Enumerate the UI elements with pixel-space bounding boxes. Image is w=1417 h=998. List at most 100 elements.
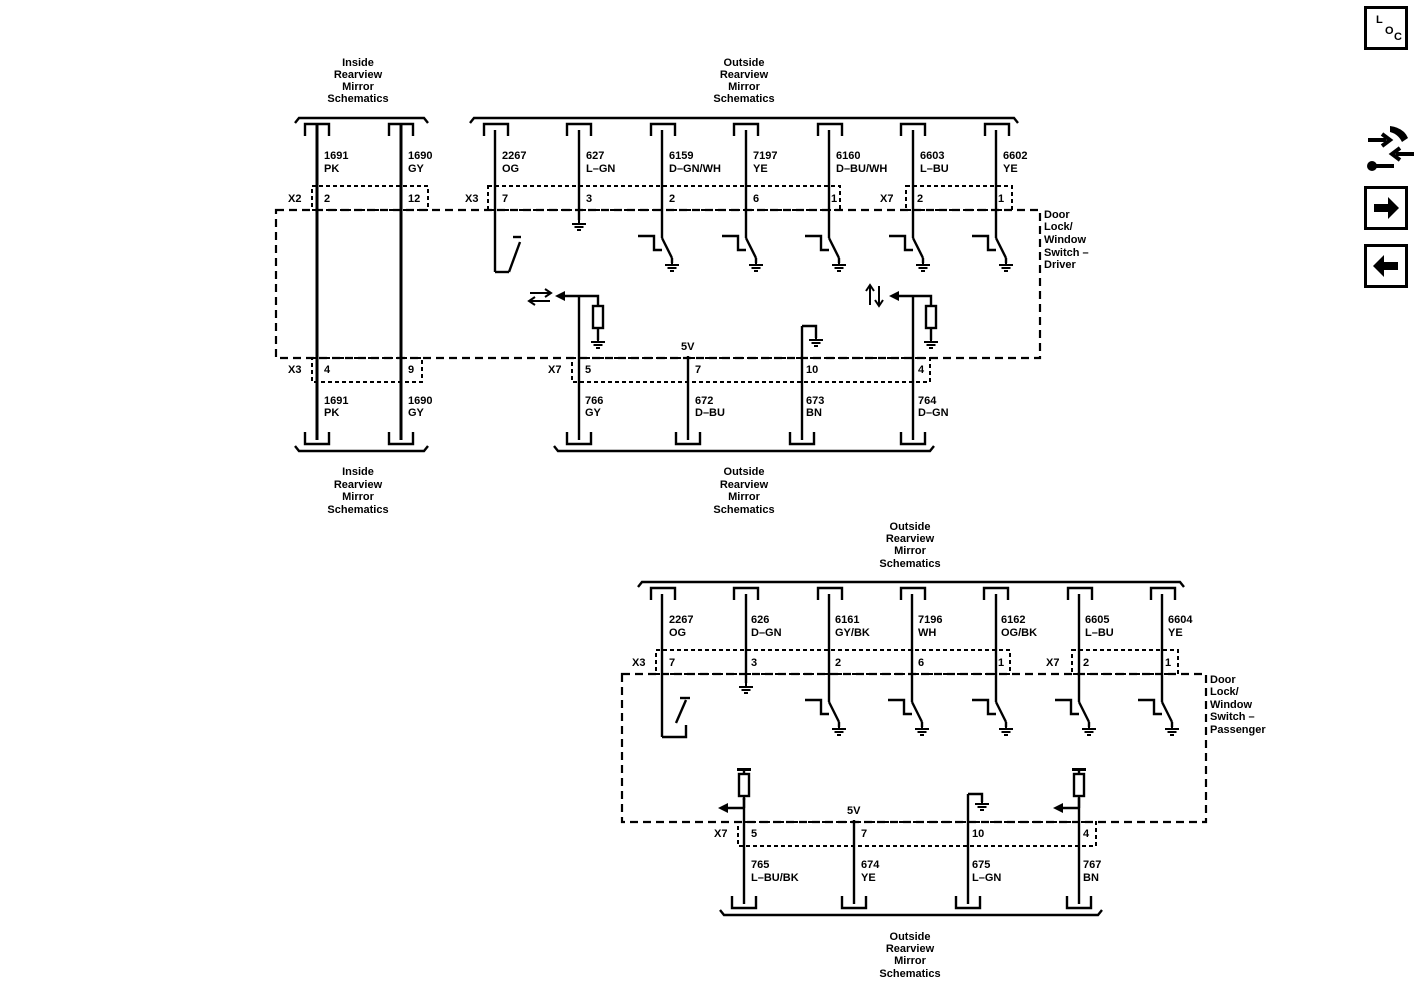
wire-color: D–GN (751, 627, 782, 639)
circuit-number: 1691 (324, 395, 348, 407)
outside-mirror-driver-bottom-bracket (553, 445, 935, 453)
circuit-number: 1691 (324, 150, 348, 162)
caption-inside-top-1: Rearview (334, 69, 383, 81)
wire-color: D–GN/WH (669, 163, 721, 175)
wire-color: PK (324, 163, 339, 175)
circuit-number: 627 (586, 150, 604, 162)
circuit-number: 674 (861, 859, 880, 871)
location-button[interactable]: L O C (1364, 6, 1408, 50)
loc-letter-o: O (1385, 25, 1394, 37)
circuit-number: 765 (751, 859, 769, 871)
wire-color: D–GN (918, 407, 949, 419)
pin-number: 6 (918, 657, 924, 669)
driver-switch-label-1: Lock/ (1044, 221, 1073, 233)
caption-outside-driver-bottom-0: Outside (724, 466, 765, 478)
pin-number: 3 (586, 193, 592, 205)
passenger-switch-label-2: Window (1210, 699, 1252, 711)
caption-inside-bottom-1: Rearview (334, 479, 383, 491)
wire-color: L–GN (586, 163, 615, 175)
connector-view-icon[interactable] (1364, 122, 1417, 176)
wire-color: GY (585, 407, 602, 419)
pin-number: 7 (669, 657, 675, 669)
pin-number: 7 (502, 193, 508, 205)
passenger-switch-label-0: Door (1210, 674, 1236, 686)
circuit-number: 6605 (1085, 614, 1109, 626)
pin-number: 9 (408, 364, 414, 376)
caption-outside-driver-bottom-1: Rearview (720, 479, 769, 491)
pin-number: 1 (998, 657, 1004, 669)
connector-x7-driver-top: X7 (880, 193, 893, 205)
connector-x7-passenger-bottom: X7 (714, 828, 727, 840)
caption-outside-driver-top-3: Schematics (713, 93, 774, 105)
caption-outside-passenger-bottom-0: Outside (890, 931, 931, 943)
wire-color: WH (918, 627, 936, 639)
caption-outside-driver-top-1: Rearview (720, 69, 769, 81)
driver-switch-label-0: Door (1044, 209, 1070, 221)
circuit-number: 766 (585, 395, 603, 407)
caption-outside-passenger-bottom-3: Schematics (879, 968, 940, 980)
driver-switch-label-4: Driver (1044, 259, 1077, 271)
wire-color: YE (1168, 627, 1183, 639)
connector-x2: X2 (288, 193, 301, 205)
wire-color: L–BU/BK (751, 872, 799, 884)
back-button[interactable] (1364, 244, 1408, 288)
pin-number: 12 (408, 193, 420, 205)
circuit-number: 675 (972, 859, 990, 871)
loc-letter-c: C (1394, 31, 1402, 43)
caption-outside-passenger-top-2: Mirror (894, 545, 927, 557)
driver-switch-boundary (274, 208, 1042, 360)
caption-outside-passenger-top-3: Schematics (879, 558, 940, 570)
circuit-number: 767 (1083, 859, 1101, 871)
wire-color: GY (408, 407, 425, 419)
caption-outside-driver-top-2: Mirror (728, 81, 761, 93)
inside-mirror-bottom-bracket (294, 445, 429, 453)
pin-number: 10 (806, 364, 818, 376)
wire-color: YE (1003, 163, 1018, 175)
pin-number: 10 (972, 828, 984, 840)
pin-number: 7 (695, 364, 701, 376)
driver-switch-label-3: Switch – (1044, 247, 1089, 259)
forward-button[interactable] (1364, 186, 1408, 230)
pin-number: 1 (998, 193, 1004, 205)
outside-mirror-driver-top-bracket (469, 116, 1019, 124)
driver-switch-label-2: Window (1044, 234, 1086, 246)
caption-outside-passenger-bottom-2: Mirror (894, 955, 927, 967)
connector-x3-driver-bottom: X3 (288, 364, 301, 376)
wire-color: L–GN (972, 872, 1001, 884)
pin-number: 3 (751, 657, 757, 669)
circuit-number: 764 (918, 395, 937, 407)
pin-number: 2 (324, 193, 330, 205)
circuit-number: 6159 (669, 150, 693, 162)
circuit-number: 6162 (1001, 614, 1025, 626)
wire-color: BN (806, 407, 822, 419)
circuit-number: 6602 (1003, 150, 1027, 162)
passenger-switch-boundary (620, 672, 1208, 824)
wire-color: L–BU (920, 163, 949, 175)
inside-mirror-top-bracket (294, 116, 429, 124)
pin-number: 7 (861, 828, 867, 840)
loc-letter-l: L (1376, 14, 1383, 26)
wire-color: GY/BK (835, 627, 870, 639)
caption-outside-driver-top-0: Outside (724, 57, 765, 69)
connector-x3-passenger-top: X3 (632, 657, 645, 669)
caption-outside-driver-bottom-2: Mirror (728, 491, 761, 503)
circuit-number: 7196 (918, 614, 942, 626)
connector-x7-driver-bottom: X7 (548, 364, 561, 376)
caption-outside-driver-bottom-3: Schematics (713, 504, 774, 516)
wire-color: OG (502, 163, 519, 175)
circuit-number: 6604 (1168, 614, 1193, 626)
circuit-number: 6603 (920, 150, 944, 162)
circuit-number: 672 (695, 395, 713, 407)
wire-color: L–BU (1085, 627, 1114, 639)
circuit-number: 6161 (835, 614, 859, 626)
pin-number: 2 (1083, 657, 1089, 669)
wire-color: YE (861, 872, 876, 884)
caption-outside-passenger-top-1: Rearview (886, 533, 935, 545)
circuit-number: 2267 (669, 614, 693, 626)
caption-outside-passenger-top-0: Outside (890, 521, 931, 533)
wire-color: D–BU/WH (836, 163, 887, 175)
pin-number: 6 (753, 193, 759, 205)
connector-x7-passenger-top: X7 (1046, 657, 1059, 669)
wire-color: OG (669, 627, 686, 639)
